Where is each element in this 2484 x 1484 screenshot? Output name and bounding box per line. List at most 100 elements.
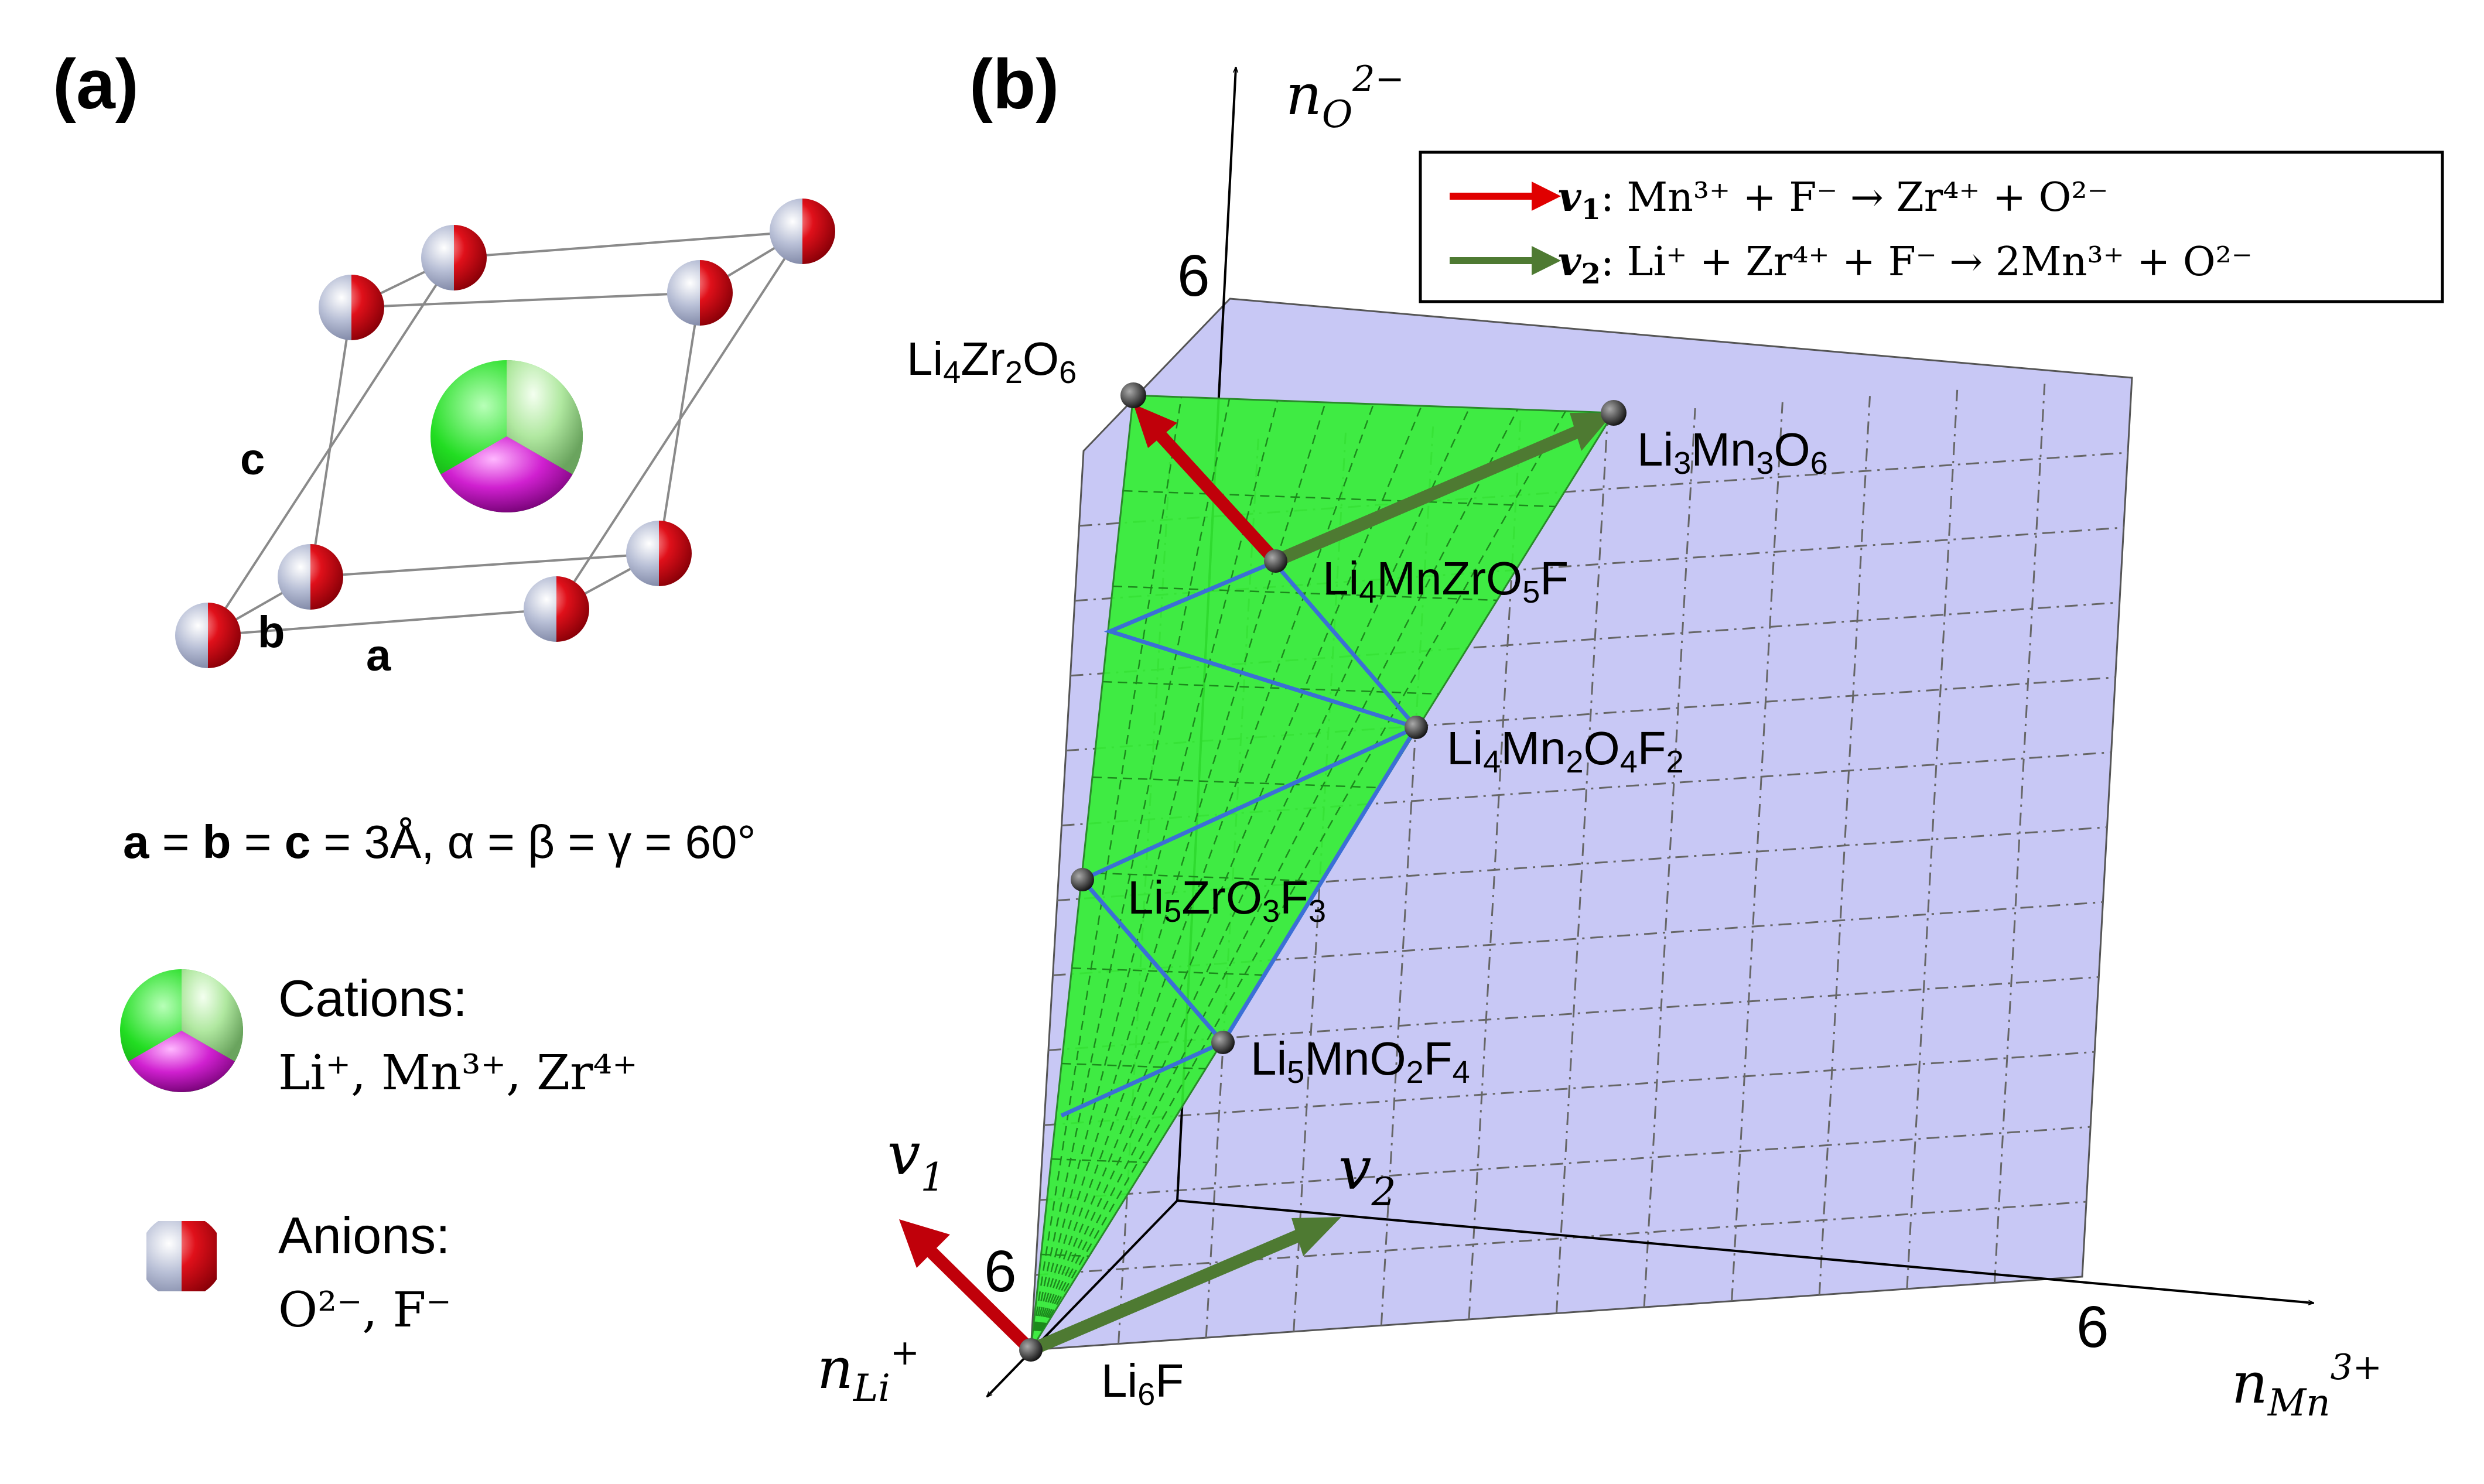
lattice-parameters: a = b = c = 3Å, α = β = γ = 60°: [123, 816, 756, 868]
v1-arrow-on-plane: [1143, 417, 1281, 566]
formula-part: F: [1540, 552, 1569, 604]
v1-arrowhead: [1133, 404, 1177, 448]
formula-part: Li: [1250, 1032, 1287, 1085]
formula-part: O: [1584, 722, 1620, 774]
triangle-grid-line: [1037, 404, 1375, 1332]
v2-origin-arrowhead: [1291, 1217, 1341, 1256]
formula-part: 2: [1406, 1055, 1424, 1090]
formula-part: ZrO: [1181, 871, 1262, 924]
grid-line: [1906, 389, 1959, 1289]
formula-part: MnO: [1304, 1032, 1406, 1085]
formula-part: 5: [1164, 894, 1181, 929]
anion-sphere: [278, 544, 343, 610]
anion-sphere: [626, 521, 692, 586]
v1-origin-arrowhead: [899, 1219, 950, 1268]
legend-v2-swatch: [1532, 246, 1561, 275]
formula-part: 2: [1566, 744, 1583, 779]
panel-a-label: (a): [53, 45, 139, 124]
node-li4zr2o6: [1120, 382, 1146, 408]
formula-part: Li: [1637, 423, 1673, 476]
formula-part: Li: [1323, 552, 1359, 604]
node-li4mn2o4f2: [1405, 716, 1428, 739]
cation-sphere: [430, 360, 583, 513]
formula-part: 6: [1137, 1377, 1155, 1412]
formula-part: Li: [1101, 1355, 1137, 1407]
v2-arrowhead: [1570, 413, 1614, 451]
label-li5zro3f3: Li5ZrO3F3: [1127, 871, 1326, 929]
lattice-label-b: b: [258, 607, 285, 657]
formula-part: 4: [1359, 575, 1376, 610]
formula-part: 2: [1666, 744, 1684, 779]
label-li4mnzro5f: Li4MnZrO5F: [1323, 552, 1569, 610]
substitution-path-segment: [1081, 878, 1225, 1044]
label-li4mn2o4f2: Li4Mn2O4F2: [1447, 722, 1684, 779]
anion-sphere: [524, 576, 589, 642]
triangle-grid-line: [1051, 1158, 1148, 1164]
formula-part: Mn: [1691, 423, 1756, 476]
label-li3mn3o6: Li3Mn3O6: [1637, 423, 1828, 481]
anion-sphere: [319, 275, 384, 340]
formula-part: 6: [1810, 446, 1828, 481]
legend-v1-text: v1: Mn³⁺ + F⁻ → Zr⁴⁺ + O²⁻: [1558, 174, 2109, 226]
tick-li-6: 6: [984, 1239, 1017, 1304]
anion-legend-sphere: [146, 1221, 217, 1291]
formula-part: F: [1638, 722, 1666, 774]
formula-part: 2: [1005, 355, 1023, 390]
triangle-grid-line: [1041, 411, 1567, 1332]
panel-b: (b): [817, 45, 2444, 1425]
formula-part: F: [1155, 1355, 1184, 1407]
grid-line: [1643, 408, 1696, 1308]
label-li5mno2f4: Li5MnO2F4: [1250, 1032, 1470, 1090]
axis-label-mn: nMn3+: [2232, 1347, 2382, 1425]
formula-part: Zr: [961, 333, 1005, 385]
legend-v1-swatch: [1532, 182, 1561, 211]
formula-part: 3: [1756, 446, 1774, 481]
axis-mn: [1177, 1199, 2314, 1303]
formula-part: F: [1424, 1032, 1453, 1085]
formula-part: F: [1280, 871, 1308, 924]
anion-sphere: [175, 603, 241, 668]
lattice-label-a: a: [366, 631, 391, 681]
triangle-grid-line: [1112, 585, 1498, 601]
triangle-grid-line: [1123, 490, 1556, 508]
formula-part: 3: [1308, 894, 1326, 929]
triangle-grid: [1033, 396, 1567, 1332]
anions-list: O²⁻, F⁻: [278, 1283, 452, 1338]
vector-label-v2: v2: [1338, 1134, 1396, 1215]
lattice-label-c: c: [240, 435, 265, 484]
formula-part: 4: [1620, 744, 1638, 779]
legend-v2-text: v2: Li⁺ + Zr⁴⁺ + F⁻ → 2Mn³⁺ + O²⁻: [1558, 238, 2253, 290]
triangle-grid-line: [1092, 776, 1381, 789]
formula-part: Li: [1447, 722, 1483, 774]
anions-title: Anions:: [278, 1206, 450, 1264]
formula-part: Li: [907, 333, 943, 385]
formula-part: 5: [1287, 1055, 1304, 1090]
node-li5mno2f4: [1211, 1031, 1235, 1054]
tick-o-6: 6: [1177, 243, 1210, 309]
formula-part: 4: [1453, 1055, 1470, 1090]
v2-origin-arrow: [1028, 1223, 1315, 1356]
formula-part: 4: [1483, 744, 1501, 779]
triangle-grid-line: [1034, 398, 1231, 1331]
axis-label-o: nO2−: [1286, 59, 1405, 136]
triangle-grid-line: [1061, 1062, 1206, 1070]
reaction-legend: v1: Mn³⁺ + F⁻ → Zr⁴⁺ + O²⁻ v2: Li⁺ + Zr⁴…: [1419, 151, 2444, 303]
cation-legend-sphere: [120, 969, 243, 1092]
panel-b-label: (b): [969, 45, 1059, 124]
formula-part: Li: [1127, 871, 1164, 924]
substitution-path-segment: [1272, 560, 1418, 729]
cations-list: Li⁺, Mn³⁺, Zr⁴⁺: [278, 1045, 637, 1101]
axis-label-li: nLi+: [817, 1332, 920, 1410]
triangle-grid-line: [1035, 400, 1279, 1331]
anion-sphere: [421, 225, 487, 290]
node-li5zro3f3: [1071, 868, 1094, 891]
vector-label-v1: v1: [887, 1120, 945, 1200]
formula-part: O: [1774, 423, 1810, 476]
formula-part: Mn: [1501, 722, 1566, 774]
formula-part: 4: [943, 355, 961, 390]
grid-line: [1731, 402, 1783, 1301]
triangle-grid-line: [1033, 396, 1183, 1331]
v1-origin-arrow: [915, 1236, 1036, 1355]
formula-part: MnZrO: [1376, 552, 1522, 604]
